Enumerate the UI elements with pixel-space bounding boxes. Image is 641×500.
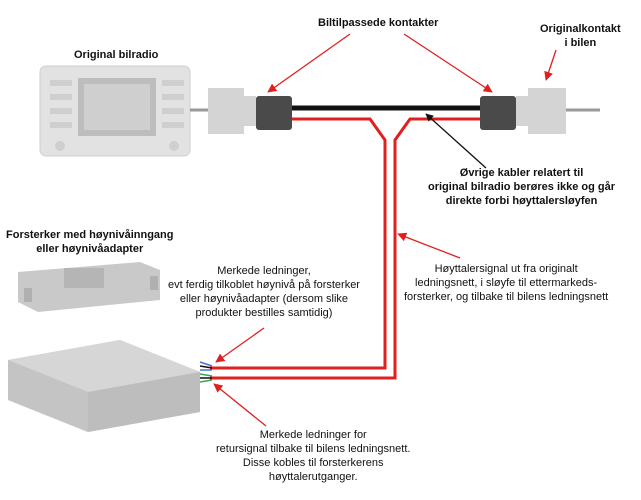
label-speaker-signal-line2: ledningsnett, i sløyfe til ettermarkeds- [415,277,598,289]
left-adapter-connector [256,96,292,130]
red-wire-upper-right [210,117,480,380]
high-level-adapter [18,262,160,312]
label-return-wires-line4: høyttalerutganger. [268,471,358,483]
label-amplifier-title: Forsterker med høynivåinngang eller høyn… [6,228,173,256]
label-marked-input-line4: produkter bestilles samtidig) [195,307,333,319]
right-adapter-connector [480,96,516,130]
amplifier-leads [199,361,213,383]
label-other-cables-line2: original bilradio berøres ikke og går [428,181,616,193]
original-car-radio [39,65,191,157]
label-speaker-signal-line1: Høyttalersignal ut fra originalt [434,263,578,275]
label-other-cables-line1: Øvrige kabler relatert til [459,167,584,179]
arrow-to-black-cable [425,113,487,169]
label-speaker-signal-line3: forsterker, og tilbake til bilens lednin… [404,291,609,303]
amplifier [8,340,200,432]
label-speaker-signal: Høyttalersignal ut fra originalt ledning… [404,262,608,304]
label-marked-input-line1: Merkede ledninger, [217,265,311,277]
label-marked-input-line2: evt ferdig tilkoblet høynivå på forsterk… [168,279,360,291]
arrow-to-input-leads [215,327,265,363]
label-car-connector-line1: Originalkontakt [540,23,621,35]
arrow-to-red-wire [397,232,461,259]
label-return-wires-line2: retursignal tilbake til bilens ledningsn… [216,443,411,455]
arrow-to-return-leads [213,383,267,427]
label-amplifier-title-line2: eller høynivåadapter [36,243,144,255]
red-wire-upper [210,117,387,370]
label-adapter-connectors: Biltilpassede kontakter [318,17,439,29]
label-car-connector: Originalkontakt i bilen [540,22,621,50]
arrow-to-right-connector [403,33,493,93]
arrow-to-car-connector [544,49,557,81]
arrow-to-left-connector [267,33,351,93]
car-original-connector-housing [516,88,566,134]
label-other-cables-line3: direkte forbi høyttalersløyfen [445,195,598,207]
left-connector-housing [208,88,256,134]
label-marked-input-wires: Merkede ledninger, evt ferdig tilkoblet … [168,264,360,320]
label-return-wires-line1: Merkede ledninger for [259,429,367,441]
label-car-connector-line2: i bilen [564,37,597,49]
label-amplifier-title-line1: Forsterker med høynivåinngang [6,229,174,241]
label-marked-input-line3: eller høynivåadapter (dersom slike [179,293,349,305]
label-original-radio: Original bilradio [74,49,159,61]
label-return-wires: Merkede ledninger for retursignal tilbak… [216,428,410,484]
label-return-wires-line3: Disse kobles til forsterkerens [242,457,384,469]
label-other-cables: Øvrige kabler relatert til original bilr… [428,166,615,208]
